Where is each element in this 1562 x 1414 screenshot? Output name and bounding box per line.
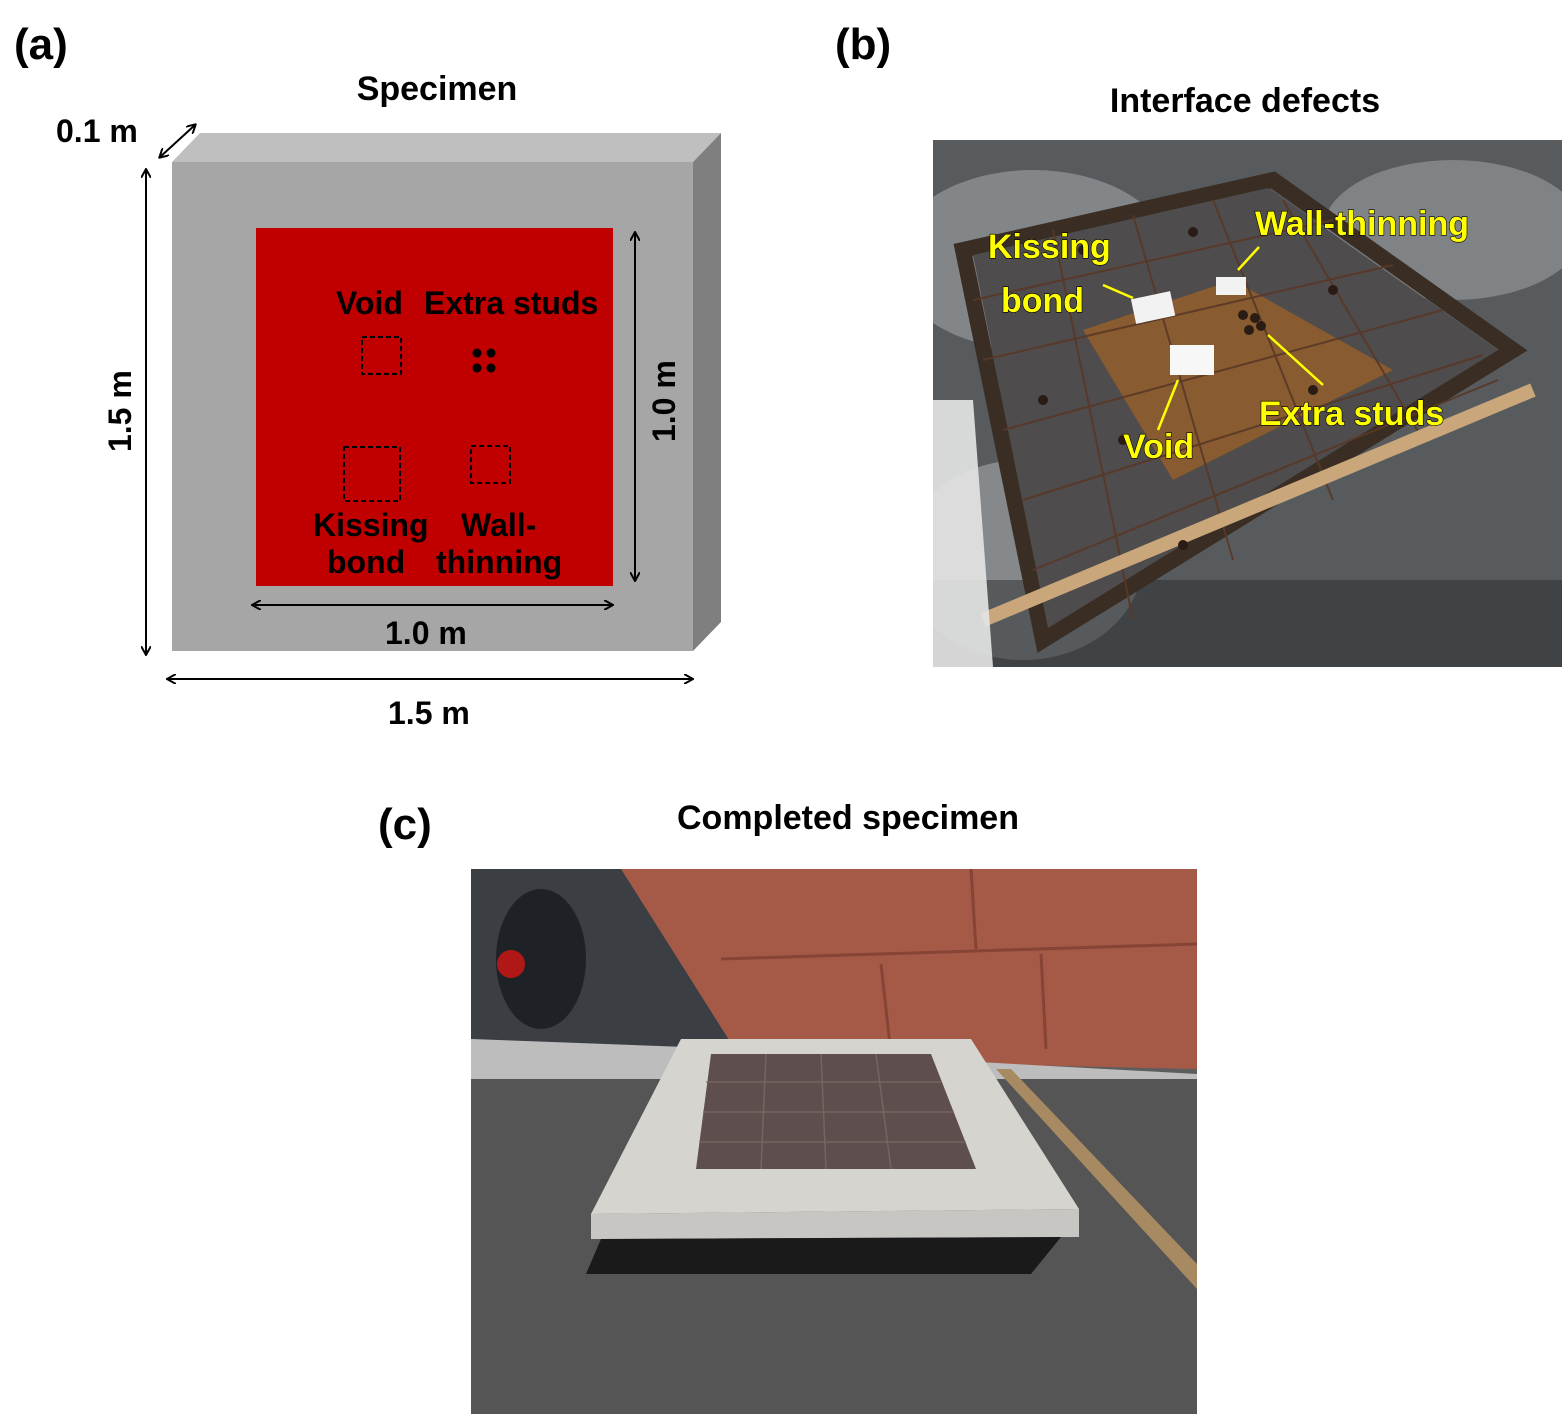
kissing-label-2: bond (327, 544, 405, 580)
inner-width-label: 1.0 m (385, 615, 467, 651)
panel-c-label: (c) (378, 800, 432, 849)
wood-beam (996, 1069, 1197, 1289)
extra-studs-annotation: Extra studs (1259, 395, 1444, 433)
panel-a-label: (a) (14, 20, 68, 69)
extra-studs-label: Extra studs (424, 285, 598, 321)
slab-top-face (172, 133, 721, 162)
outer-height-label: 1.5 m (102, 370, 138, 452)
wall-label-2: thinning (436, 544, 562, 580)
slab-shadow (586, 1237, 1061, 1274)
kissing-bond-defect (343, 446, 401, 502)
steel-plate-photo (1083, 280, 1393, 480)
void-defect (361, 336, 402, 375)
interface-defects-photo: Kissing bond Wall-thinning Extra studs V… (933, 140, 1562, 667)
kissing-bond-block (1130, 291, 1176, 324)
wall-thinning-block (1216, 277, 1246, 295)
outer-width-label: 1.5 m (388, 695, 470, 731)
kissing-annotation-2: bond (1001, 282, 1084, 320)
panel-b-label: (b) (835, 20, 892, 69)
inner-height-label: 1.0 m (646, 360, 682, 442)
steel-plate (256, 228, 613, 586)
kissing-label-1: Kissing (313, 507, 429, 543)
extra-studs-defect (472, 348, 496, 373)
thickness-arrow (160, 125, 195, 157)
brick-wall (621, 869, 1197, 1069)
kissing-annotation-1: Kissing (988, 228, 1111, 266)
wall-thinning-defect (470, 445, 511, 484)
void-annotation: Void (1123, 428, 1194, 466)
wall-thinning-annotation: Wall-thinning (1255, 205, 1469, 243)
specimen-diagram: Void Extra studs Kissing bond Wall- thin… (56, 113, 721, 731)
thickness-label: 0.1 m (56, 113, 138, 149)
panel-b-title: Interface defects (1109, 82, 1381, 120)
void-block (1170, 345, 1214, 375)
completed-specimen-photo (471, 869, 1197, 1414)
motorcycle (496, 889, 586, 1029)
concrete-slab-edge (591, 1209, 1079, 1239)
wall-label-1: Wall- (461, 507, 536, 543)
slab-side-face (693, 133, 721, 651)
void-label: Void (336, 285, 403, 321)
panel-a-title: Specimen (356, 70, 518, 108)
formwork-frame (953, 171, 1528, 653)
panel-c-title: Completed specimen (677, 799, 1019, 837)
